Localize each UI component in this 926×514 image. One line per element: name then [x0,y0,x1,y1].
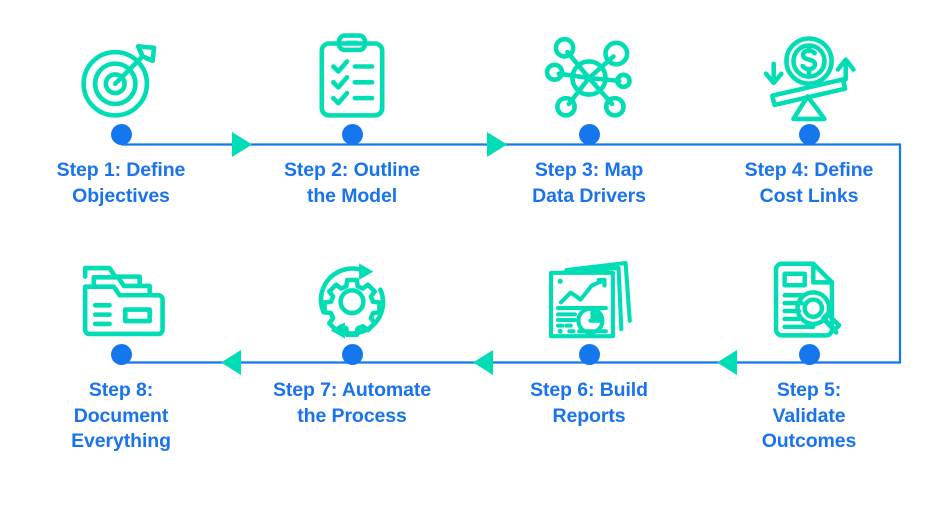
step-label-1: Step 1: Define Objectives [16,158,226,209]
step-label-line1: Step 6: Build [530,379,648,401]
step-label-3: Step 3: Map Data Drivers [484,158,694,209]
step-node-2[interactable]: Step 2: Outline the Model [247,28,457,209]
step-node-5[interactable]: Step 5: Validate Outcomes [704,248,914,455]
step-node-3[interactable]: Step 3: Map Data Drivers [484,28,694,209]
step-label-line2: the Process [297,404,407,427]
step-label-line1: Step 2: Outline [283,159,421,181]
step-label-line2: Reports [552,404,626,427]
step-dot-6 [484,344,694,365]
step-label-line1: Step 7: Automate [272,379,432,401]
step-dot-4 [704,124,914,145]
gear-refresh-icon [247,248,457,344]
step-label-4: Step 4: Define Cost Links [704,158,914,209]
step-label-7: Step 7: Automate the Process [247,378,457,429]
step-label-line2: the Model [306,184,398,207]
step-node-6[interactable]: Step 6: Build Reports [484,248,694,429]
report-charts-icon [484,248,694,344]
step-label-line2: Cost Links [759,184,859,207]
step-label-line1: Step 3: Map [534,159,644,181]
step-label-line2: Document [73,404,169,427]
step-dot-5 [704,344,914,365]
step-dot-8 [16,344,226,365]
step-label-line2: Objectives [72,184,170,207]
step-node-4[interactable]: Step 4: Define Cost Links [704,28,914,209]
step-label-2: Step 2: Outline the Model [247,158,457,209]
step-node-7[interactable]: Step 7: Automate the Process [247,248,457,429]
step-dot-1 [16,124,226,145]
step-label-line2: Data Drivers [532,184,646,207]
balance-scale-dollar-icon [704,28,914,124]
step-dot-3 [484,124,694,145]
step-label-line2: Validate [772,404,846,427]
step-dot-2 [247,124,457,145]
step-dot-7 [247,344,457,365]
step-label-line1: Step 4: Define [744,159,874,181]
target-arrow-icon [16,28,226,124]
step-label-6: Step 6: Build Reports [484,378,694,429]
step-label-line3: Everything [71,430,171,453]
step-node-1[interactable]: Step 1: Define Objectives [16,28,226,209]
document-magnifier-icon [704,248,914,344]
step-label-line1: Step 8: [88,379,154,401]
network-nodes-icon [484,28,694,124]
step-label-line3: Outcomes [761,430,857,453]
clipboard-checklist-icon [247,28,457,124]
step-label-5: Step 5: Validate Outcomes [704,378,914,455]
step-label-8: Step 8: Document Everything [16,378,226,455]
step-node-8[interactable]: Step 8: Document Everything [16,248,226,455]
step-label-line1: Step 1: Define [56,159,186,181]
step-label-line1: Step 5: [776,379,842,401]
folder-archive-icon [16,248,226,344]
